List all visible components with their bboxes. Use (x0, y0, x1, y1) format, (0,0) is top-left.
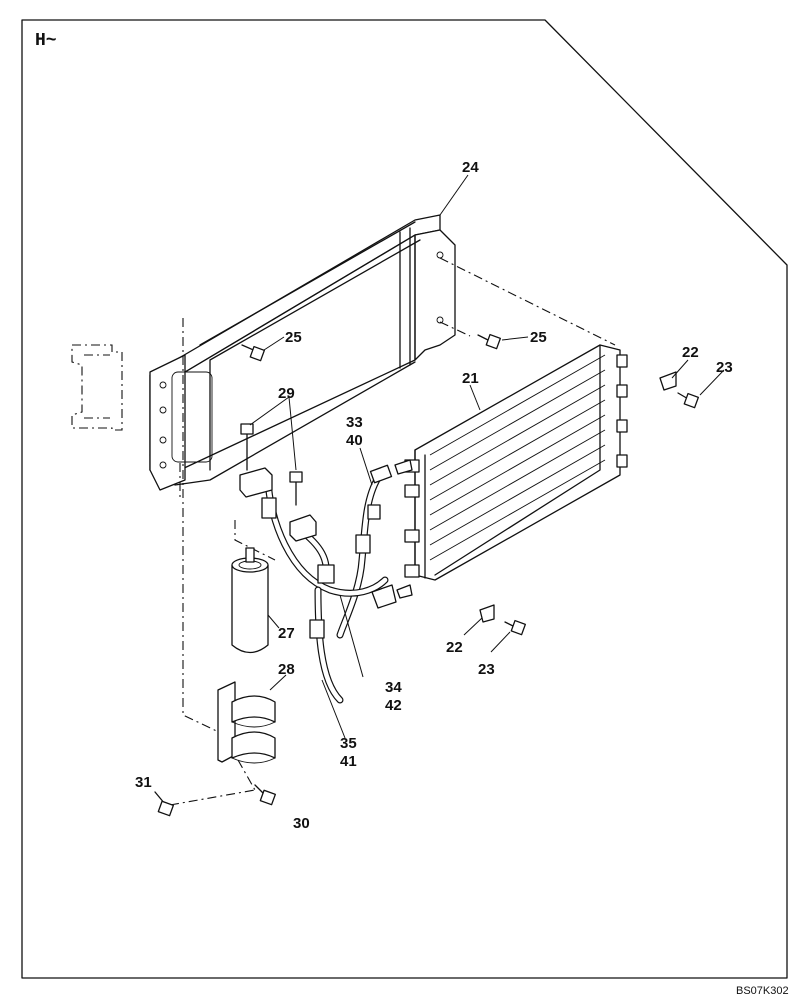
leader-lines (249, 174, 725, 739)
plate-22b (479, 604, 495, 623)
callout-30: 30 (293, 815, 310, 832)
phantom-mount-bracket (71, 344, 123, 431)
callout-29: 29 (278, 385, 295, 402)
condenser-frame-panel (149, 214, 456, 491)
callout-23-top: 23 (716, 359, 733, 376)
callout-40: 40 (346, 432, 363, 449)
callout-33: 33 (346, 414, 363, 431)
callout-31: 31 (135, 774, 152, 791)
callout-25-left: 25 (285, 329, 302, 346)
drier-bracket (217, 681, 276, 764)
bolt-29a (240, 423, 254, 471)
bolt-25b (477, 333, 501, 350)
callout-42: 42 (385, 697, 402, 714)
bolts (154, 333, 699, 817)
callout-22-bottom: 22 (446, 639, 463, 656)
callout-24: 24 (462, 159, 479, 176)
receiver-drier (231, 547, 269, 654)
bolt-30 (254, 784, 276, 806)
callout-28: 28 (278, 661, 295, 678)
callout-22-top: 22 (682, 344, 699, 361)
view-label: H~ (35, 31, 57, 51)
callout-27: 27 (278, 625, 295, 642)
callout-23-bottom: 23 (478, 661, 495, 678)
plate-22a (659, 371, 677, 391)
callout-labels: 24 25 25 22 23 21 29 33 40 27 22 23 28 3… (135, 159, 733, 832)
bolt-23b (504, 619, 526, 636)
condenser-core (394, 344, 628, 599)
bolt-23a (677, 392, 699, 409)
callout-25-right: 25 (530, 329, 547, 346)
alignment-lines (169, 257, 616, 806)
hose-clamps (239, 467, 317, 542)
callout-41: 41 (340, 753, 357, 770)
bolt-29b (289, 471, 303, 506)
callout-35: 35 (340, 735, 357, 752)
refrigerant-hoses (261, 464, 397, 704)
drawing-code: BS07K302 (736, 985, 789, 997)
drawing-frame (21, 19, 788, 979)
callout-34: 34 (385, 679, 402, 696)
bolt-25a (241, 344, 265, 362)
bolt-31 (154, 791, 174, 817)
callout-21: 21 (462, 370, 479, 387)
